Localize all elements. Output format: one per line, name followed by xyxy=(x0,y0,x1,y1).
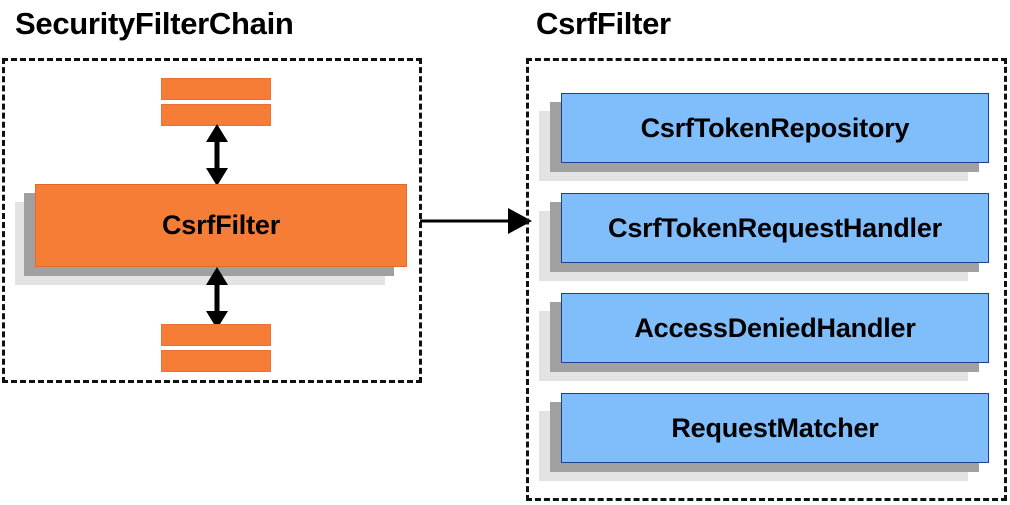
component-card-csrf-token-repository[interactable]: CsrfTokenRepository xyxy=(539,93,989,183)
page-title-csrf-filter: CsrfFilter xyxy=(536,6,671,41)
arrow-up-down-bottom xyxy=(206,267,228,329)
csrf-filter-face[interactable]: CsrfFilter xyxy=(35,184,407,267)
filter-bar-top-2 xyxy=(161,104,271,126)
component-face[interactable]: AccessDeniedHandler xyxy=(561,293,989,363)
arrow-up-down-top xyxy=(206,124,228,186)
component-face[interactable]: RequestMatcher xyxy=(561,393,989,463)
component-label: CsrfTokenRepository xyxy=(640,112,910,143)
component-label: RequestMatcher xyxy=(671,412,879,443)
csrf-filter-container xyxy=(526,58,1007,501)
filter-bar-bottom-1 xyxy=(161,324,271,346)
component-label: CsrfTokenRequestHandler xyxy=(608,212,942,243)
page-title-security-filter-chain: SecurityFilterChain xyxy=(15,6,294,41)
component-label: AccessDeniedHandler xyxy=(634,312,916,343)
component-card-request-matcher[interactable]: RequestMatcher xyxy=(539,393,989,483)
filter-bar-bottom-2 xyxy=(161,350,271,372)
csrf-filter-card[interactable]: CsrfFilter xyxy=(15,184,407,286)
component-face[interactable]: CsrfTokenRepository xyxy=(561,93,989,163)
component-face[interactable]: CsrfTokenRequestHandler xyxy=(561,193,989,263)
csrf-filter-label: CsrfFilter xyxy=(161,210,281,240)
component-card-access-denied-handler[interactable]: AccessDeniedHandler xyxy=(539,293,989,383)
filter-bar-top-1 xyxy=(161,78,271,100)
arrow-chain-to-filter xyxy=(420,208,532,234)
component-card-csrf-token-request-handler[interactable]: CsrfTokenRequestHandler xyxy=(539,193,989,283)
